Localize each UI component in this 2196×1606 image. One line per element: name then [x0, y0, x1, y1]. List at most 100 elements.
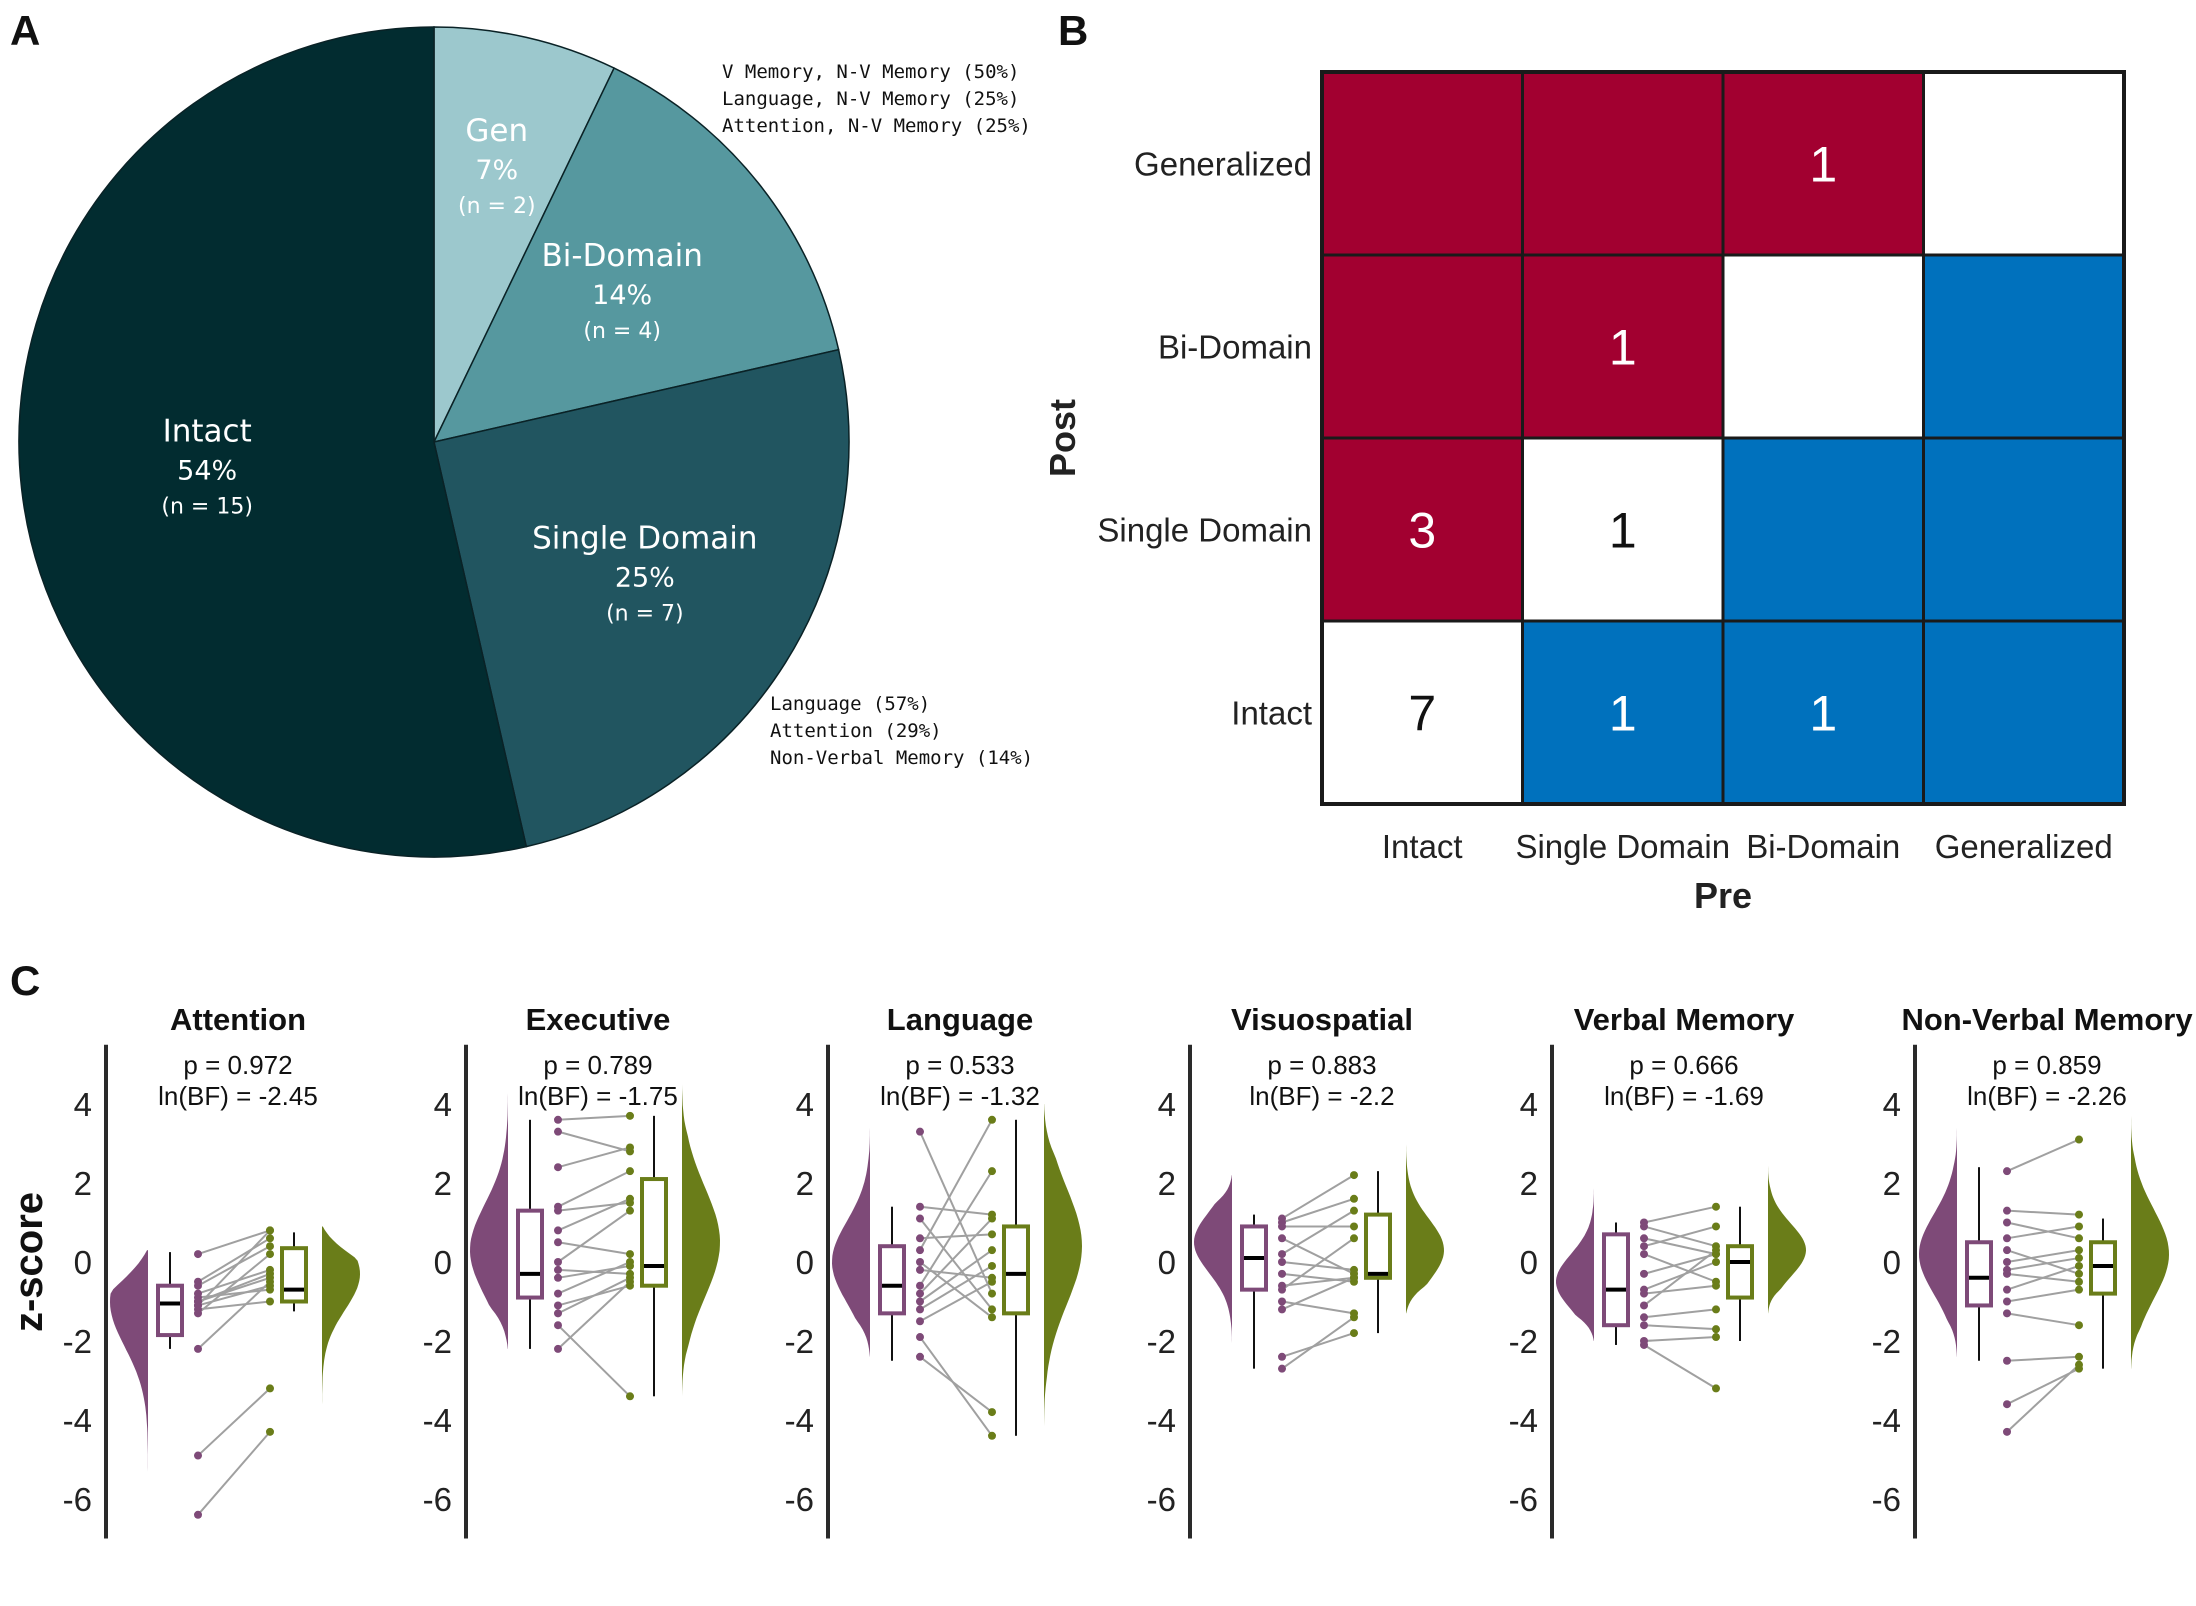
post-box [1726, 1244, 1754, 1300]
rain-y-tick-label: -4 [1509, 1402, 1538, 1439]
pre-point [2003, 1309, 2011, 1318]
rain-y-tick-label: -4 [423, 1402, 452, 1439]
matrix-cell [1922, 70, 2126, 257]
rain-log-bayes-factor: ln(BF) = -1.75 [518, 1081, 678, 1111]
subject-change-line [197, 1431, 271, 1516]
pre-point [554, 1321, 562, 1330]
pre-violin [1194, 1175, 1232, 1349]
rain-p-value: p = 0.972 [183, 1050, 292, 1080]
pre-point [916, 1127, 924, 1136]
post-point [988, 1214, 996, 1223]
post-point [2075, 1352, 2083, 1361]
pre-point [2003, 1400, 2011, 1409]
pre-point [1640, 1340, 1648, 1349]
pre-point [1640, 1285, 1648, 1294]
rain-y-tick-label: -2 [1872, 1323, 1901, 1360]
post-point [2075, 1246, 2083, 1255]
post-point [1712, 1222, 1720, 1231]
pre-box [1965, 1240, 1993, 1308]
pre-point [1640, 1269, 1648, 1278]
post-point [2075, 1261, 2083, 1270]
subject-change-line [557, 1197, 631, 1232]
subject-change-line [557, 1209, 631, 1263]
rain-y-tick-label: -6 [785, 1481, 814, 1518]
subject-change-line [919, 1119, 993, 1251]
post-point [988, 1305, 996, 1314]
matrix-cell [1922, 253, 2126, 440]
post-point [1350, 1265, 1358, 1274]
pre-violin [1556, 1183, 1594, 1341]
rain-y-tick-label: 0 [1883, 1244, 1901, 1281]
post-point [1712, 1325, 1720, 1334]
rain-log-bayes-factor: ln(BF) = -2.45 [158, 1081, 318, 1111]
post-point [266, 1273, 274, 1282]
post-point [1712, 1202, 1720, 1211]
post-point [626, 1277, 634, 1286]
pre-point [194, 1510, 202, 1519]
rain-p-value: p = 0.533 [905, 1050, 1014, 1080]
post-point [988, 1115, 996, 1124]
subject-change-line [1643, 1284, 1717, 1295]
post-point [988, 1261, 996, 1270]
subject-change-line [557, 1130, 631, 1153]
matrix-cell-count: 1 [1809, 686, 1837, 742]
pre-point [916, 1333, 924, 1342]
pre-point [554, 1273, 562, 1282]
post-point [2075, 1360, 2083, 1369]
post-point [988, 1313, 996, 1322]
post-point [626, 1392, 634, 1401]
rain-y-tick-label: 2 [74, 1165, 92, 1202]
pre-point [194, 1451, 202, 1460]
subject-change-line [2006, 1225, 2080, 1240]
subject-change-line [1281, 1316, 1355, 1370]
subject-change-line [1281, 1237, 1355, 1291]
subject-change-line [2006, 1265, 2080, 1291]
bi-domain-breakdown-line: Attention, N-V Memory (25%) [722, 115, 1031, 137]
pre-point [916, 1202, 924, 1211]
pre-point [1278, 1305, 1286, 1314]
post-point [626, 1167, 634, 1176]
rain-y-tick-label: 2 [1883, 1165, 1901, 1202]
post-point [1350, 1234, 1358, 1243]
matrix-y-tick-label: Bi-Domain [1158, 329, 1312, 366]
post-point [266, 1242, 274, 1251]
post-point [1712, 1281, 1720, 1290]
pre-point [916, 1265, 924, 1274]
rain-y-tick-label: -6 [423, 1481, 452, 1518]
pie-count-intact: (n = 15) [161, 495, 253, 520]
post-point [266, 1427, 274, 1436]
pre-point [916, 1214, 924, 1223]
subject-change-line [197, 1268, 271, 1295]
rain-y-tick-label: -2 [1509, 1323, 1538, 1360]
pre-point [1640, 1242, 1648, 1251]
subject-change-line [1281, 1261, 1355, 1271]
pie-percent-single-domain: 25% [615, 562, 675, 593]
subject-change-line [197, 1387, 271, 1457]
post-point [2075, 1269, 2083, 1278]
pre-violin [1919, 1127, 1957, 1357]
post-point [1350, 1222, 1358, 1231]
matrix-x-tick-label: Generalized [1935, 828, 2113, 865]
pre-point [2003, 1265, 2011, 1274]
subject-change-line [1643, 1225, 1717, 1248]
pre-point [554, 1289, 562, 1298]
subject-change-line [557, 1261, 631, 1295]
pre-point [2003, 1167, 2011, 1176]
subject-change-line [2006, 1257, 2080, 1271]
subject-change-line [1643, 1336, 1717, 1342]
subject-change-line [2006, 1221, 2080, 1240]
pre-point [554, 1163, 562, 1172]
subject-change-line [919, 1268, 993, 1279]
pie-slice-bi-domain [432, 67, 840, 444]
rain-y-tick-label: 4 [1520, 1086, 1538, 1123]
matrix-y-tick-label: Single Domain [1097, 512, 1312, 549]
rain-y-tick-label: 2 [434, 1165, 452, 1202]
subject-change-line [197, 1288, 271, 1299]
post-point [626, 1258, 634, 1266]
matrix-cell [1721, 436, 1925, 623]
pre-point [916, 1317, 924, 1326]
rain-y-tick-label: 2 [1520, 1165, 1538, 1202]
